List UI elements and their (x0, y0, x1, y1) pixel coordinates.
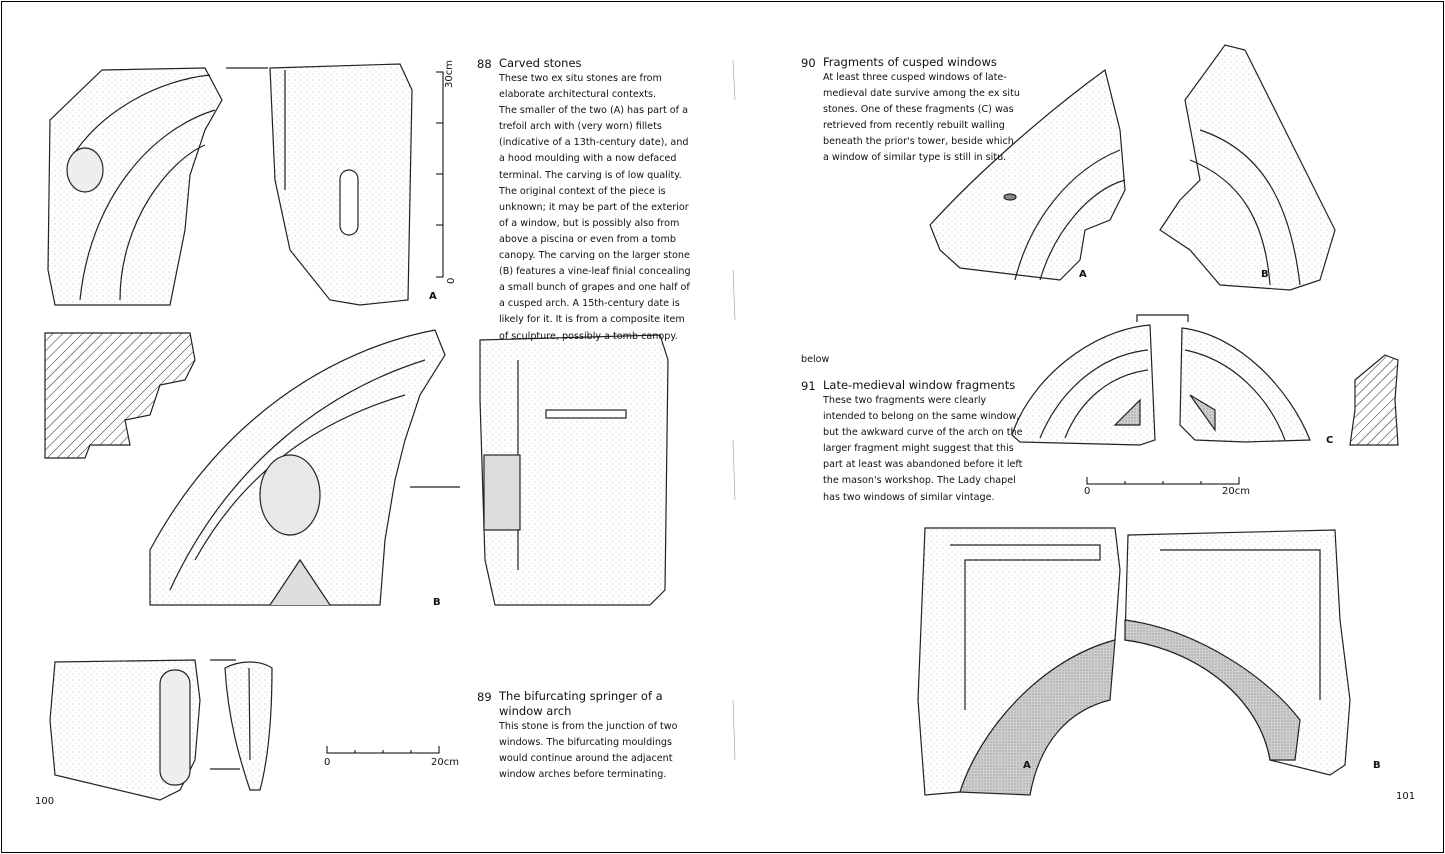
scale-horizontal-start: 0 (1084, 486, 1091, 497)
caption-number: 91 (801, 379, 816, 393)
figure-label-91c: C (1326, 435, 1334, 446)
stone-88b-face (149, 329, 446, 606)
caption-line: a window of similar type is still in sit… (823, 152, 1007, 164)
stone-91-right (1179, 327, 1311, 443)
stone-bottom-a (917, 527, 1121, 796)
caption-line: stones. One of these fragments (C) was (823, 104, 1014, 116)
caption-line: trefoil arch with (very worn) fillets (499, 121, 662, 133)
caption-title: Carved stones (499, 56, 582, 70)
page-number-right: 101 (1396, 791, 1416, 802)
stone-bottom-b (1124, 529, 1351, 776)
caption-line: has two windows of similar vintage. (823, 491, 995, 503)
caption-line: The smaller of the two (A) has part of a (499, 105, 688, 117)
caption-line: intended to belong on the same window, (823, 411, 1020, 423)
caption-line: retrieved from recently rebuilt walling (823, 120, 1005, 132)
caption-title-line: The bifurcating springer of a (499, 689, 663, 703)
caption-89: 89 The bifurcating springer of a window … (477, 689, 707, 783)
scale-horizontal-start: 0 (324, 757, 331, 768)
caption-line: These two fragments were clearly (823, 395, 987, 406)
caption-line: This stone is from the junction of two (499, 721, 678, 732)
caption-line: larger fragment might suggest that this (823, 443, 1014, 455)
stone-91-left (1011, 324, 1156, 446)
scale-vertical-top: 30cm (444, 60, 455, 88)
caption-number: 90 (801, 56, 816, 70)
caption-line: canopy. The carving on the larger stone (499, 250, 690, 262)
figure-label-88b: B (433, 597, 441, 608)
section-91c (1349, 354, 1399, 446)
caption-title: Fragments of cusped windows (823, 55, 997, 69)
figure-label-90b: B (1261, 269, 1269, 280)
caption-line: terminal. The carving is of low quality. (499, 169, 682, 181)
page-number-left: 100 (35, 796, 55, 807)
caption-line: a hood moulding with a now defaced (499, 153, 677, 165)
section-88b (44, 332, 196, 459)
stone-88a-side (269, 63, 413, 306)
caption-line: but the awkward curve of the arch on the (823, 427, 1023, 439)
caption-body: These two fragments were clearly intende… (823, 393, 1031, 506)
caption-88: 88 Carved stones These two ex situ stone… (477, 56, 707, 345)
caption-body: At least three cusped windows of late- m… (823, 70, 1031, 167)
gutter-marks (732, 59, 736, 761)
caption-title: Late-medieval window fragments (823, 378, 1016, 392)
figure-label-a: A (1023, 760, 1031, 771)
caption-line: window arches before terminating. (499, 769, 667, 781)
caption-body: This stone is from the junction of two w… (499, 719, 707, 783)
below-label: below (801, 354, 830, 365)
caption-line: above a piscina or even from a tomb (499, 233, 676, 245)
stone-90a (929, 68, 1126, 281)
scale-horizontal-end: 20cm (1222, 486, 1250, 497)
scale-bars (326, 71, 1240, 754)
figure-label-b: B (1373, 760, 1381, 771)
caption-line: part at least was abandoned before it le… (823, 459, 1023, 471)
caption-line: of sculpture, possibly a tomb canopy. (499, 330, 678, 342)
caption-line: (indicative of a 13th-century date), and (499, 137, 689, 149)
stone-89-side (224, 661, 273, 791)
caption-91: 91 Late-medieval window fragments These … (801, 378, 1031, 506)
stone-88a-face (47, 67, 223, 306)
caption-line: (B) features a vine-leaf finial conceali… (499, 266, 691, 278)
caption-line: elaborate architectural contexts. (499, 89, 657, 101)
caption-line: a cusped arch. A 15th-century date is (499, 298, 680, 310)
caption-line: At least three cusped windows of late- (823, 72, 1007, 83)
figure-label-90a: A (1079, 269, 1087, 280)
caption-line: likely for it. It is from a composite it… (499, 314, 685, 326)
scale-horizontal-end: 20cm (431, 757, 459, 768)
caption-line: the mason's workshop. The Lady chapel (823, 475, 1016, 487)
caption-line: The original context of the piece is (499, 185, 666, 197)
figure-label-88a: A (429, 291, 437, 302)
caption-line: a small bunch of grapes and one half of (499, 282, 690, 294)
caption-number: 88 (477, 57, 492, 71)
caption-body: These two ex situ stones are from elabor… (499, 71, 707, 345)
caption-90: 90 Fragments of cusped windows At least … (801, 55, 1031, 167)
caption-number: 89 (477, 690, 492, 704)
caption-line: unknown; it may be part of the exterior (499, 201, 689, 213)
stone-88b-side (479, 334, 669, 606)
caption-line: beneath the prior's tower, beside which (823, 136, 1014, 148)
caption-title-line: window arch (499, 704, 572, 718)
stone-90b (1159, 44, 1336, 291)
caption-line: would continue around the adjacent (499, 753, 673, 765)
caption-line: These two ex situ stones are from (499, 73, 662, 84)
caption-line: of a window, but is possibly also from (499, 217, 680, 229)
caption-line: medieval date survive among the ex situ (823, 88, 1020, 100)
scale-vertical-bottom: 0 (446, 277, 457, 284)
caption-line: windows. The bifurcating mouldings (499, 737, 673, 749)
stone-89-face (49, 659, 201, 801)
